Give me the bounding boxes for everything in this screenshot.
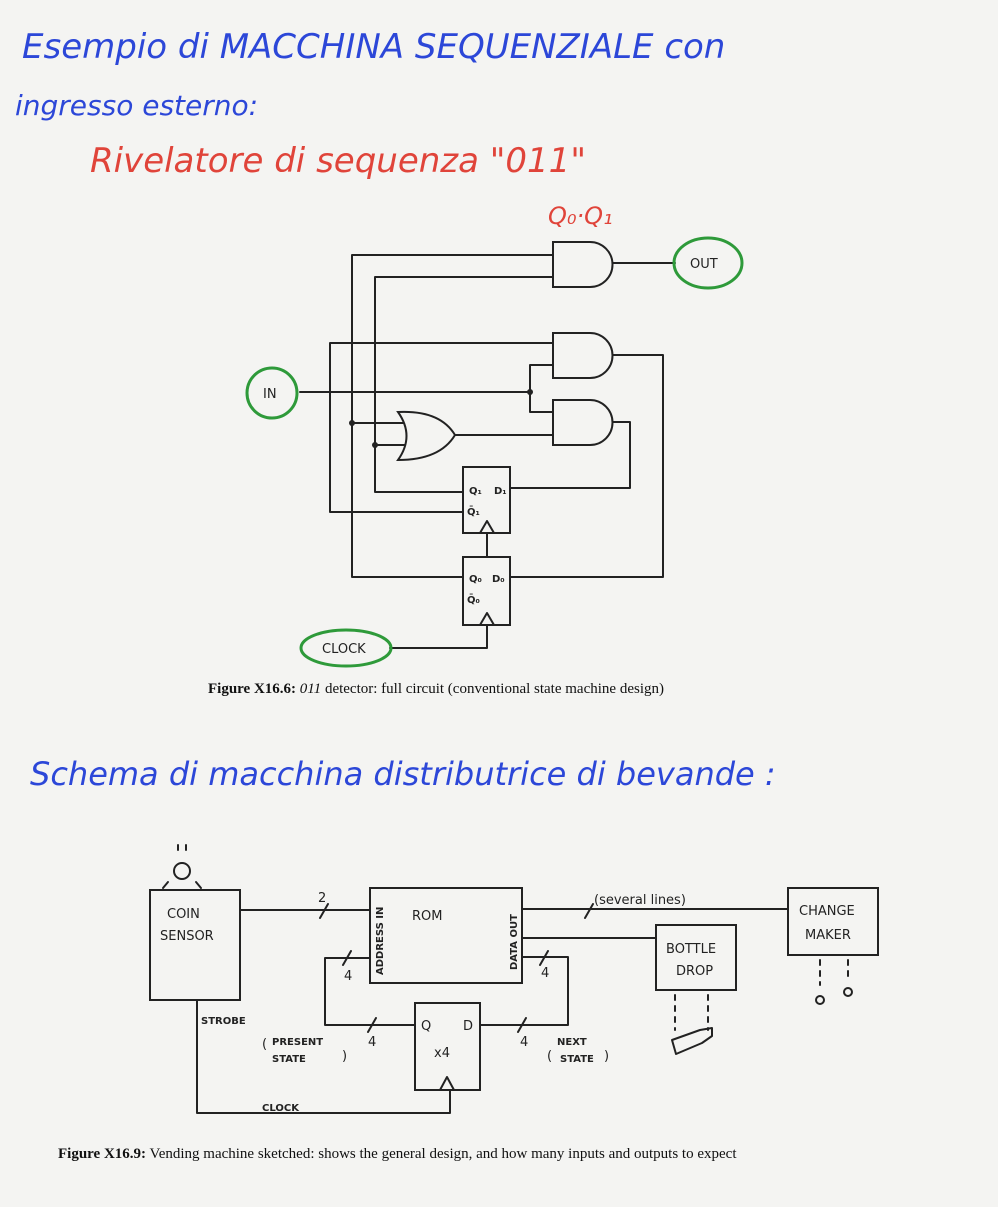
or-gate	[396, 410, 457, 462]
register-x4-label: x4	[434, 1046, 450, 1061]
next-state-label: NEXT	[557, 1037, 587, 1048]
clock-terminal-circle	[299, 628, 393, 668]
ff1-d-label: D₁	[494, 486, 507, 497]
wire-q1bar	[329, 342, 554, 513]
and-gate-d0	[552, 332, 614, 379]
clock-label: CLOCK	[262, 1103, 300, 1114]
change-maker-label: MAKER	[805, 928, 851, 943]
coin-sensor-label: COIN	[167, 907, 200, 922]
coin-icon	[173, 862, 191, 880]
wire-coin-rom	[239, 903, 371, 919]
clock-triangle-icon	[479, 520, 495, 534]
in-terminal-circle	[245, 366, 299, 420]
wire-strobe-clock	[196, 999, 451, 1114]
detector-circuit: Q₁ D₁ Q̄₁ Q₀ D₀ Q̄₀ OUT IN CLOCK	[245, 236, 744, 668]
wire-or-inputs	[351, 422, 406, 446]
vending-machine-diagram: COIN SENSOR ROM ADDRESS IN DATA OUT (sev…	[149, 844, 879, 1114]
out-terminal-circle	[672, 236, 744, 290]
svg-text:(: (	[547, 1049, 552, 1064]
wire-d1	[509, 421, 631, 489]
bottle-drop-box	[655, 924, 737, 991]
figure2-caption: Figure X16.9: Vending machine sketched: …	[58, 1146, 737, 1162]
several-lines-label: (several lines)	[594, 893, 686, 908]
note-title-line2: ingresso esterno:	[15, 89, 258, 122]
and-gate-output	[552, 241, 614, 288]
bus-width-label: 4	[541, 966, 549, 981]
coin-sensor-box	[149, 889, 241, 1001]
register-q-label: Q	[421, 1019, 431, 1034]
wire-in	[299, 364, 554, 413]
wire-clock	[389, 624, 488, 649]
bus-width-label: 2	[318, 891, 326, 906]
wire-q1	[374, 276, 554, 493]
data-out-label: DATA OUT	[509, 914, 520, 970]
bus-width-label: 4	[368, 1035, 376, 1050]
coin-out-icon	[843, 987, 853, 997]
junction-dot	[527, 389, 533, 395]
wire-rom-changer	[521, 903, 789, 919]
ff1-q-label: Q₁	[469, 486, 482, 497]
output-expression: Q₀·Q₁	[548, 202, 613, 230]
junction-dot	[372, 442, 378, 448]
rom-box	[369, 887, 523, 984]
change-maker-label: CHANGE	[799, 904, 855, 919]
change-maker-box	[787, 887, 879, 956]
ff1-qbar-label: Q̄₁	[467, 505, 480, 518]
bottle-drop-label: BOTTLE	[666, 942, 716, 957]
wire-q0	[351, 254, 554, 578]
register-box	[414, 1002, 481, 1091]
svg-text:): )	[342, 1049, 347, 1064]
svg-text:(: (	[262, 1037, 267, 1052]
ff0-qbar-label: Q̄₀	[467, 593, 480, 606]
rom-label: ROM	[412, 909, 442, 924]
note-title-line1: Esempio di MACCHINA SEQUENZIALE con	[22, 27, 725, 67]
wire-next-state	[479, 950, 569, 1033]
next-state-label: STATE	[560, 1054, 594, 1065]
bottle-icon	[671, 1027, 713, 1055]
coin-out-icon	[815, 995, 825, 1005]
ff0-q-label: Q₀	[469, 574, 482, 585]
bottle-drop-label: DROP	[676, 964, 713, 979]
strobe-label: STROBE	[201, 1016, 246, 1027]
bus-width-label: 4	[344, 969, 352, 984]
clock-triangle-icon	[479, 612, 495, 626]
clock-triangle-icon	[439, 1076, 455, 1091]
clock-label: CLOCK	[322, 642, 366, 657]
present-state-label: PRESENT	[272, 1037, 323, 1048]
coin-sensor-label: SENSOR	[160, 929, 214, 944]
svg-text:): )	[604, 1049, 609, 1064]
and-gate-d1	[552, 399, 614, 446]
note-section2-title: Schema di macchina distributrice di beva…	[30, 755, 776, 793]
out-label: OUT	[690, 257, 718, 272]
ff0-d-label: D₀	[492, 574, 505, 585]
junction-dot	[349, 420, 355, 426]
wire-d0	[509, 354, 664, 578]
note-subtitle: Rivelatore di sequenza "011"	[90, 141, 586, 181]
address-in-label: ADDRESS IN	[375, 907, 386, 975]
wire-present-state	[324, 950, 416, 1033]
bus-width-label: 4	[520, 1035, 528, 1050]
register-d-label: D	[463, 1019, 473, 1034]
present-state-label: STATE	[272, 1054, 306, 1065]
figure1-caption: Figure X16.6: 011 detector: full circuit…	[208, 681, 664, 697]
in-label: IN	[263, 387, 277, 402]
